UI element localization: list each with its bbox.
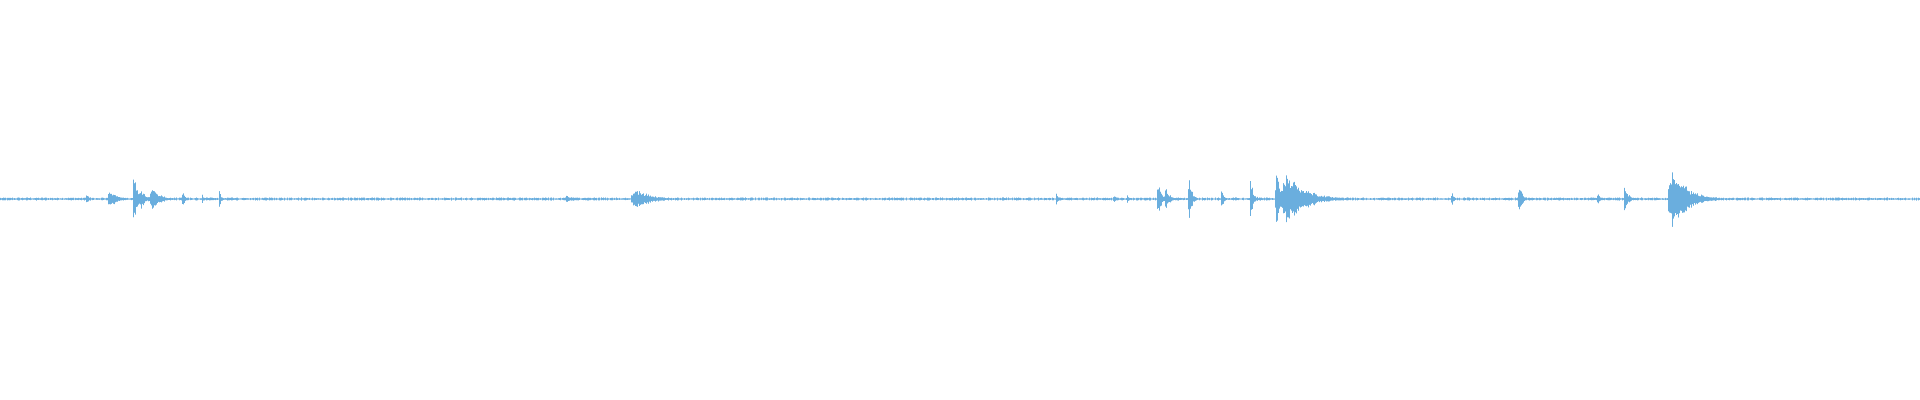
- waveform-signal: [0, 172, 1920, 227]
- waveform-path: [0, 172, 1920, 227]
